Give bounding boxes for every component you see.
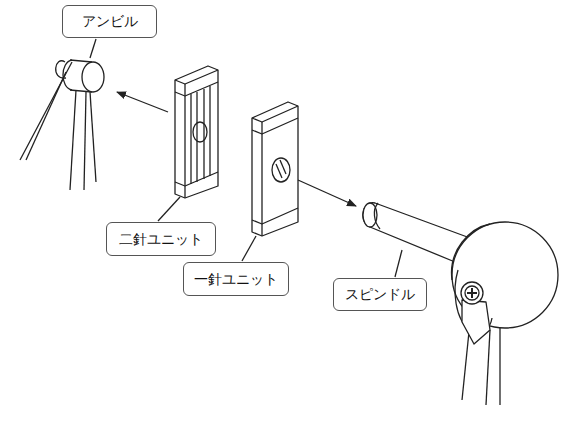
- part-name: 二針ユニット: [119, 231, 203, 248]
- assembly-arrow: [117, 92, 168, 112]
- assembly-arrow: [298, 180, 356, 206]
- anvil-frame: [20, 60, 104, 190]
- part-name: 一針ユニット: [194, 271, 278, 288]
- part-label-box: 一針ユニット: [183, 262, 289, 296]
- part-label-box: 二針ユニット: [106, 222, 216, 256]
- two-needle-unit: [175, 66, 218, 198]
- leader-line: [395, 250, 402, 277]
- leader-line: [90, 39, 96, 58]
- part-name: スピンドル: [345, 286, 415, 303]
- part-name: アンビル: [82, 13, 138, 30]
- leader-line: [242, 236, 256, 261]
- one-needle-unit: [252, 102, 298, 236]
- leader-line: [158, 197, 180, 221]
- part-label-box: アンビル: [62, 5, 157, 38]
- part-label-box: スピンドル: [333, 278, 427, 311]
